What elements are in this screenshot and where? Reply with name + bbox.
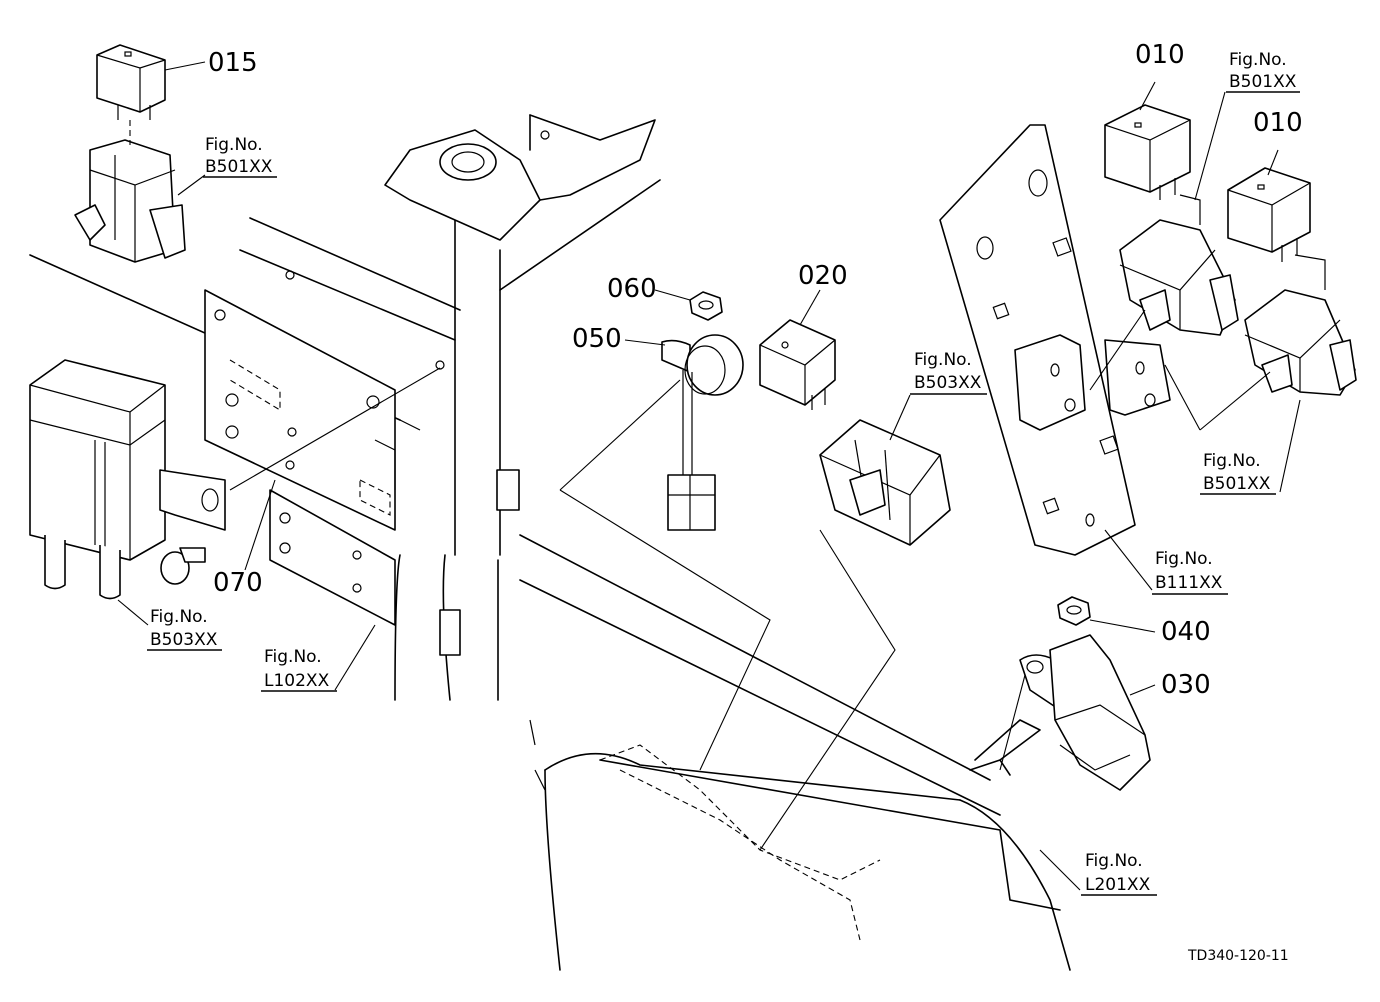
relay-socket-020 [819, 419, 951, 546]
part-number-050: 050 [572, 324, 622, 354]
figure-reference-labels: Fig.No. B501XX Fig.No. B501XX Fig.No. B5… [147, 50, 1300, 896]
part-number-020: 020 [798, 261, 848, 291]
svg-text:Fig.No.: Fig.No. [205, 135, 263, 155]
relay-socket-010-upper [1119, 194, 1239, 336]
frame-structure [29, 114, 1071, 971]
relay-010-upper [1104, 104, 1191, 200]
cover-plate [204, 270, 445, 531]
svg-text:Fig.No.: Fig.No. [1085, 851, 1143, 871]
fig-ref-b501-right: Fig.No. B501XX [1200, 451, 1276, 495]
part-number-060: 060 [607, 274, 657, 304]
svg-text:B503XX: B503XX [150, 630, 218, 650]
part-number-070: 070 [213, 568, 263, 598]
part-number-015: 015 [208, 48, 258, 78]
component-070 [29, 359, 226, 600]
pillar-bracket-lower [439, 609, 461, 656]
part-number-010-upper: 010 [1135, 40, 1185, 70]
fig-ref-b501-top-right: Fig.No. B501XX [1226, 50, 1300, 93]
svg-text:L102XX: L102XX [264, 671, 330, 691]
svg-text:B501XX: B501XX [205, 157, 273, 177]
lower-bracket-plate [269, 489, 396, 626]
pillar-bracket [496, 469, 520, 511]
part-number-030: 030 [1161, 670, 1211, 700]
nut-060 [689, 291, 723, 321]
relay-socket-015 [74, 120, 186, 263]
svg-text:B501XX: B501XX [1203, 474, 1271, 494]
fig-ref-b503-left: Fig.No. B503XX [147, 607, 222, 651]
svg-text:Fig.No.: Fig.No. [1155, 549, 1213, 569]
svg-text:B111XX: B111XX [1155, 573, 1223, 593]
fig-ref-b111: Fig.No. B111XX [1152, 549, 1228, 595]
svg-text:L201XX: L201XX [1085, 875, 1151, 895]
cover-030 [1019, 634, 1151, 791]
relay-socket-010-lower [1244, 254, 1357, 396]
nut-040 [1057, 596, 1091, 626]
buzzer-050 [661, 334, 744, 531]
svg-text:B501XX: B501XX [1229, 72, 1297, 92]
drawing-code: TD340-120-11 [1187, 948, 1289, 964]
svg-text:Fig.No.: Fig.No. [150, 607, 208, 627]
part-number-040: 040 [1161, 617, 1211, 647]
svg-text:Fig.No.: Fig.No. [264, 647, 322, 667]
fig-ref-l201: Fig.No. L201XX [1081, 851, 1157, 896]
part-number-010-lower: 010 [1253, 108, 1303, 138]
svg-text:B503XX: B503XX [914, 373, 982, 393]
relay-015 [96, 44, 166, 120]
leader-lines [117, 61, 1301, 891]
fig-ref-l102: Fig.No. L102XX [261, 647, 337, 692]
svg-text:Fig.No.: Fig.No. [1203, 451, 1261, 471]
part-number-labels: 015 010 010 060 050 020 070 040 030 [208, 40, 1303, 700]
top-mount-bracket [384, 129, 541, 241]
fig-ref-b501-top-left: Fig.No. B501XX [203, 135, 277, 178]
fig-ref-b503-center: Fig.No. B503XX [910, 350, 987, 395]
relay-020 [759, 319, 836, 410]
relay-010-lower [1227, 167, 1311, 262]
svg-text:Fig.No.: Fig.No. [1229, 50, 1287, 70]
svg-text:Fig.No.: Fig.No. [914, 350, 972, 370]
relay-bracket-plate [939, 124, 1171, 556]
